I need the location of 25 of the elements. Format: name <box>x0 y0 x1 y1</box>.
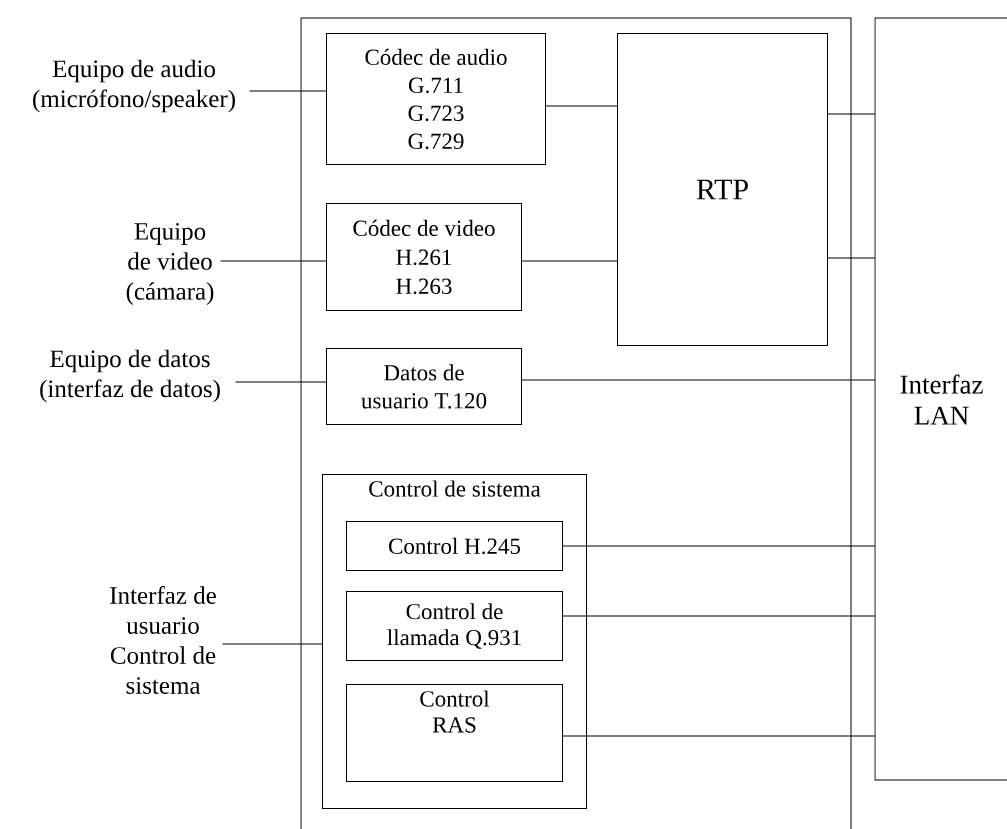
process-box: RTP <box>617 33 828 346</box>
connector-line <box>521 260 618 262</box>
connector-line <box>222 643 323 645</box>
connector-line <box>562 545 876 547</box>
process-box: Control H.245 <box>346 521 563 571</box>
side-label: Equipo de audio (micrófono/speaker) <box>33 59 235 113</box>
connector-line <box>521 379 876 381</box>
process-box: Códec de audio G.711 G.723 G.729 <box>326 33 546 165</box>
connector-line <box>545 105 618 107</box>
process-box: Control de llamada Q.931 <box>346 591 563 661</box>
connector-line <box>220 260 327 262</box>
enclosure-box <box>300 17 852 829</box>
connector-line <box>562 735 876 737</box>
connector-line <box>827 257 876 259</box>
connector-line <box>235 381 327 383</box>
connector-line <box>562 615 876 617</box>
side-label: Equipo de video (cámara) <box>126 223 214 305</box>
interface-box: Interfaz LAN <box>874 17 1007 781</box>
side-label: Interfaz de usuario Control de sistema <box>110 586 216 694</box>
connector-line <box>249 90 327 92</box>
process-box: Control RAS <box>346 684 563 782</box>
connector-line <box>827 113 876 115</box>
process-box: Datos de usuario T.120 <box>326 348 522 425</box>
process-box: Códec de video H.261 H.263 <box>326 203 522 311</box>
side-label: Equipo de datos (interfaz de datos) <box>40 349 220 403</box>
